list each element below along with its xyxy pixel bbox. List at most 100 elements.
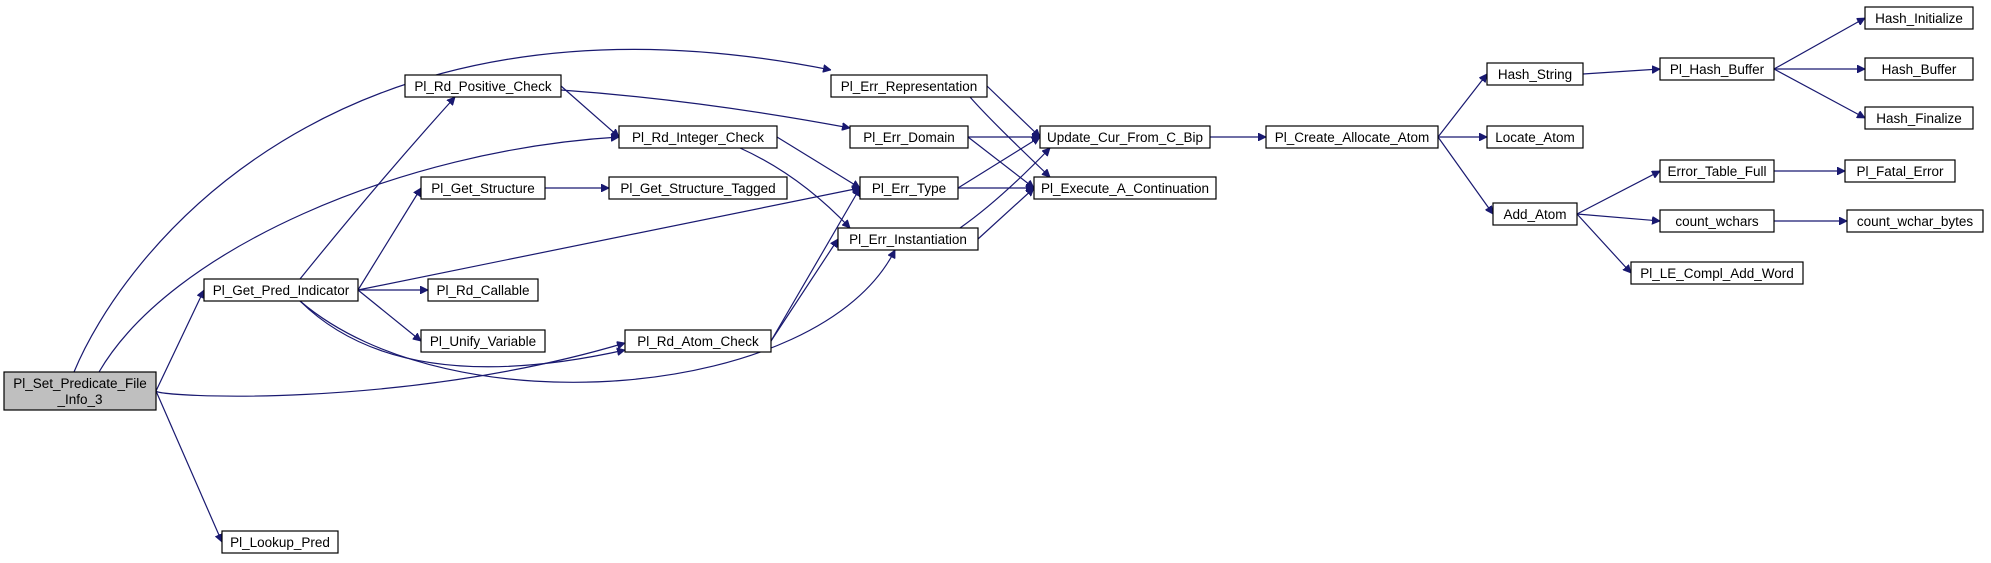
node-fatal-error[interactable]: Pl_Fatal_Error [1844,159,1956,183]
node-label: Pl_Rd_Integer_Check [632,130,764,145]
node-err-type[interactable]: Pl_Err_Type [859,176,959,200]
node-label: Pl_Create_Allocate_Atom [1275,130,1430,145]
edge-err-representation-to-update-cur-from-c-bip [986,85,1040,137]
node-label: Update_Cur_From_C_Bip [1047,130,1203,145]
node-box [1864,57,1974,81]
node-label: Pl_Get_Pred_Indicator [213,283,350,298]
edge-get-pred-indicator-to-get-structure [357,188,422,291]
node-box [859,176,959,200]
node-box [624,329,772,353]
node-label: Pl_Fatal_Error [1856,164,1944,179]
edge-hash-string-to-hash-buffer-pl [1582,69,1660,75]
edge-root-to-rd-atom-check [155,343,625,397]
node-box [1039,125,1211,149]
node-count-wchar-bytes[interactable]: count_wchar_bytes [1846,209,1984,233]
node-box [1864,106,1974,130]
node-count-wchars[interactable]: count_wchars [1659,209,1775,233]
node-label: Error_Table_Full [1667,164,1766,179]
node-hash-buffer[interactable]: Hash_Buffer [1864,57,1974,81]
edge-create-allocate-atom-to-hash-string [1437,74,1487,138]
node-rd-atom-check[interactable]: Pl_Rd_Atom_Check [624,329,772,353]
node-box [1486,125,1584,149]
node-box [420,329,546,353]
node-error-table-full[interactable]: Error_Table_Full [1659,159,1775,183]
node-box [1265,125,1439,149]
node-label: Pl_Get_Structure [431,181,535,196]
node-box [1486,62,1584,86]
node-get-structure-tagged[interactable]: Pl_Get_Structure_Tagged [608,176,788,200]
node-lookup-pred[interactable]: Pl_Lookup_Pred [221,530,339,554]
node-err-representation[interactable]: Pl_Err_Representation [830,74,988,98]
edge-rd-positive-check-to-err-domain [560,89,850,128]
node-box [1659,57,1775,81]
edge-root-to-lookup-pred [155,390,222,542]
node-label: count_wchar_bytes [1857,214,1974,229]
node-box [849,125,969,149]
node-get-pred-indicator[interactable]: Pl_Get_Pred_Indicator [203,278,359,302]
node-get-structure[interactable]: Pl_Get_Structure [420,176,546,200]
node-label: Hash_Initialize [1875,11,1963,26]
edge-rd-integer-check-to-err-instantiation [739,147,850,228]
node-hash-buffer-pl[interactable]: Pl_Hash_Buffer [1659,57,1775,81]
edge-err-domain-to-execute-a-continuation [967,136,1034,188]
node-hash-finalize[interactable]: Hash_Finalize [1864,106,1974,130]
edge-hash-buffer-pl-to-hash-finalize [1773,68,1865,119]
node-label: Pl_Err_Instantiation [849,232,967,247]
node-box [1864,6,1974,30]
node-hash-string[interactable]: Hash_String [1486,62,1584,86]
node-root[interactable]: Pl_Set_Predicate_File_Info_3 [3,371,157,411]
node-label: Hash_Buffer [1882,62,1957,77]
node-label: count_wchars [1675,214,1759,229]
edge-root-to-err-representation [73,48,831,373]
node-box [1033,176,1217,200]
node-le-compl-add-word[interactable]: Pl_LE_Compl_Add_Word [1630,261,1804,285]
edge-add-atom-to-le-compl-add-word [1576,213,1631,273]
node-rd-positive-check[interactable]: Pl_Rd_Positive_Check [404,74,562,98]
node-err-instantiation[interactable]: Pl_Err_Instantiation [837,227,979,251]
edge-add-atom-to-error-table-full [1576,170,1660,215]
node-label: Pl_Rd_Positive_Check [414,79,552,94]
edge-rd-positive-check-to-rd-integer-check [560,85,619,137]
node-label: Pl_LE_Compl_Add_Word [1640,266,1794,281]
edge-rd-atom-check-to-err-instantiation [770,239,839,342]
node-box [427,278,539,302]
node-unify-variable[interactable]: Pl_Unify_Variable [420,329,546,353]
edge-err-instantiation-to-update-cur-from-c-bip [959,148,1050,229]
node-label: Locate_Atom [1495,130,1575,145]
node-box [1659,159,1775,183]
node-hash-initialize[interactable]: Hash_Initialize [1864,6,1974,30]
node-box [1659,209,1775,233]
node-update-cur-from-c-bip[interactable]: Update_Cur_From_C_Bip [1039,125,1211,149]
edge-add-atom-to-count-wchars [1576,213,1660,221]
node-locate-atom[interactable]: Locate_Atom [1486,125,1584,149]
node-label: Pl_Lookup_Pred [230,535,330,550]
node-label: Add_Atom [1503,207,1566,222]
node-err-domain[interactable]: Pl_Err_Domain [849,125,969,149]
node-box [420,176,546,200]
edge-get-pred-indicator-to-err-type [357,188,860,291]
node-box [1844,159,1956,183]
edge-get-pred-indicator-to-rd-atom-check [299,300,625,368]
node-rd-integer-check[interactable]: Pl_Rd_Integer_Check [618,125,778,149]
node-label: Hash_String [1498,67,1572,82]
edge-create-allocate-atom-to-add-atom [1437,136,1493,214]
node-rd-callable[interactable]: Pl_Rd_Callable [427,278,539,302]
node-label: Pl_Err_Domain [863,130,955,145]
node-label: Pl_Err_Type [872,181,946,196]
node-box [618,125,778,149]
node-box [1846,209,1984,233]
node-create-allocate-atom[interactable]: Pl_Create_Allocate_Atom [1265,125,1439,149]
edge-get-pred-indicator-to-err-instantiation [299,250,896,383]
node-box [830,74,988,98]
node-label: Pl_Rd_Callable [436,283,529,298]
node-execute-a-continuation[interactable]: Pl_Execute_A_Continuation [1033,176,1217,200]
node-add-atom[interactable]: Add_Atom [1492,202,1578,226]
edge-err-type-to-update-cur-from-c-bip [957,136,1040,189]
node-box [203,278,359,302]
node-box [1630,261,1804,285]
edge-rd-integer-check-to-err-type [776,136,860,189]
node-label: Pl_Hash_Buffer [1670,62,1765,77]
node-label: Pl_Err_Representation [841,79,978,94]
node-label: Pl_Unify_Variable [430,334,536,349]
